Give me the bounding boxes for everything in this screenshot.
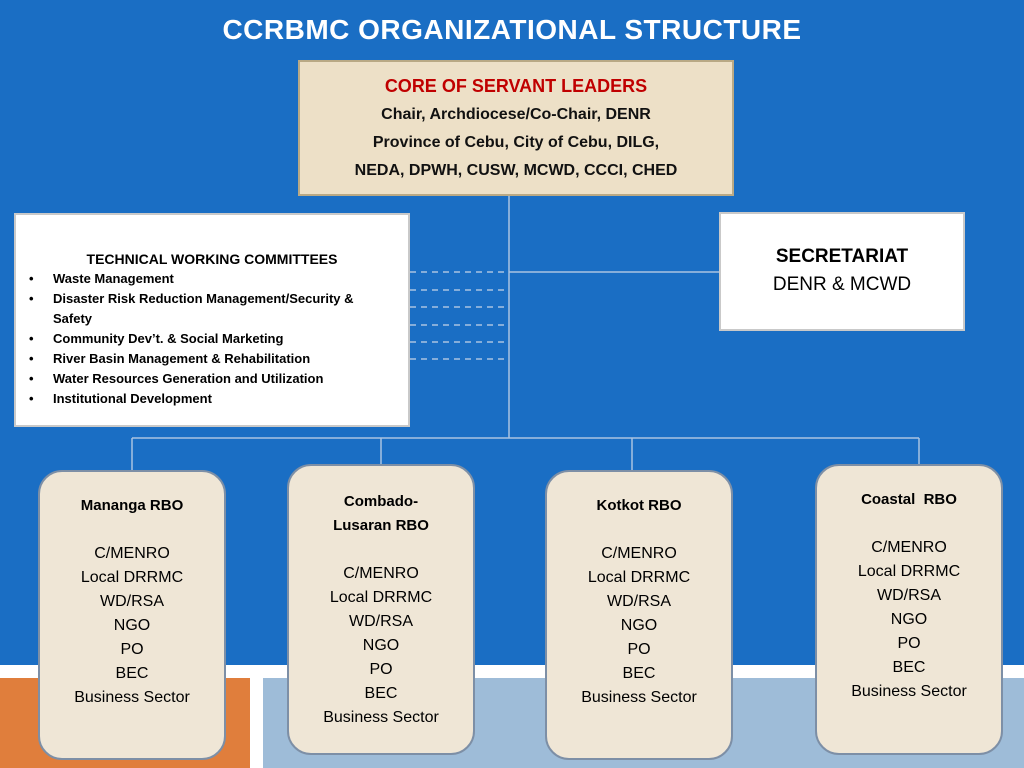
twc-item-label: River Basin Management & Rehabilitation: [53, 351, 311, 366]
rbo-member: BEC: [622, 665, 656, 682]
rbo-member: PO: [369, 661, 393, 678]
rbo-member: WD/RSA: [877, 587, 941, 604]
rbo-member: Local DRRMC: [857, 563, 961, 580]
bullet-icon: •: [29, 331, 34, 346]
rbo-member: C/MENRO: [871, 539, 947, 556]
rbo-member: Local DRRMC: [80, 569, 184, 586]
core-members: Chair, Archdiocese/Co-Chair, DENR Provin…: [300, 101, 732, 185]
bullet-icon: •: [29, 391, 34, 406]
rbo-member: Business Sector: [74, 689, 190, 706]
rbo-member: BEC: [115, 665, 149, 682]
rbo-members: C/MENRO Local DRRMC WD/RSA NGO PO BEC Bu…: [817, 536, 1001, 704]
rbo-card-kotkot: Kotkot RBO C/MENRO Local DRRMC WD/RSA NG…: [545, 470, 733, 760]
secretariat-box: SECRETARIAT DENR & MCWD: [719, 212, 965, 331]
rbo-card-combado-lusaran: Combado- Lusaran RBO C/MENRO Local DRRMC…: [287, 464, 475, 755]
rbo-member: WD/RSA: [100, 593, 164, 610]
core-servant-leaders-box: CORE OF SERVANT LEADERS Chair, Archdioce…: [298, 60, 734, 196]
twc-item-label: Institutional Development: [53, 391, 212, 406]
rbo-member: Local DRRMC: [587, 569, 691, 586]
rbo-member: C/MENRO: [94, 545, 170, 562]
rbo-member: WD/RSA: [349, 613, 413, 630]
rbo-member: NGO: [362, 637, 400, 654]
rbo-members: C/MENRO Local DRRMC WD/RSA NGO PO BEC Bu…: [547, 542, 731, 710]
rbo-member: Business Sector: [323, 709, 439, 726]
rbo-name: Coastal RBO: [861, 491, 957, 508]
core-member-line: Province of Cebu, City of Cebu, DILG,: [372, 134, 660, 151]
rbo-member: NGO: [890, 611, 928, 628]
core-heading: CORE OF SERVANT LEADERS: [384, 76, 648, 96]
rbo-member: NGO: [113, 617, 151, 634]
secretariat-members: DENR & MCWD: [772, 274, 912, 295]
rbo-card-mananga: Mananga RBO C/MENRO Local DRRMC WD/RSA N…: [38, 470, 226, 760]
twc-item-label: Disaster Risk Reduction Management/Secur…: [53, 291, 354, 326]
rbo-member: C/MENRO: [601, 545, 677, 562]
twc-item-label: Waste Management: [53, 271, 174, 286]
list-item: • Community Dev’t. & Social Marketing: [29, 329, 392, 349]
twc-item-label: Water Resources Generation and Utilizati…: [53, 371, 324, 386]
rbo-member: PO: [627, 641, 651, 658]
bullet-icon: •: [29, 291, 34, 306]
rbo-card-coastal: Coastal RBO C/MENRO Local DRRMC WD/RSA N…: [815, 464, 1003, 755]
rbo-member: BEC: [892, 659, 926, 676]
twc-list: • Waste Management • Disaster Risk Reducti…: [16, 269, 408, 409]
rbo-name: Mananga RBO: [80, 497, 184, 514]
rbo-member: PO: [897, 635, 921, 652]
rbo-member: NGO: [620, 617, 658, 634]
rbo-name: Kotkot RBO: [596, 497, 682, 514]
bullet-icon: •: [29, 271, 34, 286]
rbo-member: WD/RSA: [607, 593, 671, 610]
bullet-icon: •: [29, 371, 34, 386]
bullet-icon: •: [29, 351, 34, 366]
rbo-member: Local DRRMC: [329, 589, 433, 606]
technical-working-committees-box: TECHNICAL WORKING COMMITTEES • Waste Mana…: [14, 213, 410, 427]
list-item: • River Basin Management & Rehabilitation: [29, 349, 392, 369]
rbo-name: Lusaran RBO: [333, 517, 429, 534]
slide-title: CCRBMC ORGANIZATIONAL STRUCTURE: [222, 14, 802, 45]
list-item: • Disaster Risk Reduction Management/Secu…: [29, 289, 392, 329]
secretariat-heading: SECRETARIAT: [775, 246, 909, 267]
rbo-members: C/MENRO Local DRRMC WD/RSA NGO PO BEC Bu…: [40, 542, 224, 710]
twc-heading: TECHNICAL WORKING COMMITTEES: [86, 251, 338, 267]
rbo-name: Combado-: [343, 493, 419, 510]
rbo-member: Business Sector: [851, 683, 967, 700]
core-member-line: NEDA, DPWH, CUSW, MCWD, CCCI, CHED: [354, 162, 678, 179]
rbo-member: C/MENRO: [343, 565, 419, 582]
twc-item-label: Community Dev’t. & Social Marketing: [53, 331, 284, 346]
rbo-members: C/MENRO Local DRRMC WD/RSA NGO PO BEC Bu…: [289, 562, 473, 730]
list-item: • Waste Management: [29, 269, 392, 289]
rbo-member: BEC: [364, 685, 398, 702]
list-item: • Water Resources Generation and Utilizat…: [29, 369, 392, 389]
rbo-member: PO: [120, 641, 144, 658]
rbo-member: Business Sector: [581, 689, 697, 706]
list-item: • Institutional Development: [29, 389, 392, 409]
core-member-line: Chair, Archdiocese/Co-Chair, DENR: [381, 106, 651, 123]
